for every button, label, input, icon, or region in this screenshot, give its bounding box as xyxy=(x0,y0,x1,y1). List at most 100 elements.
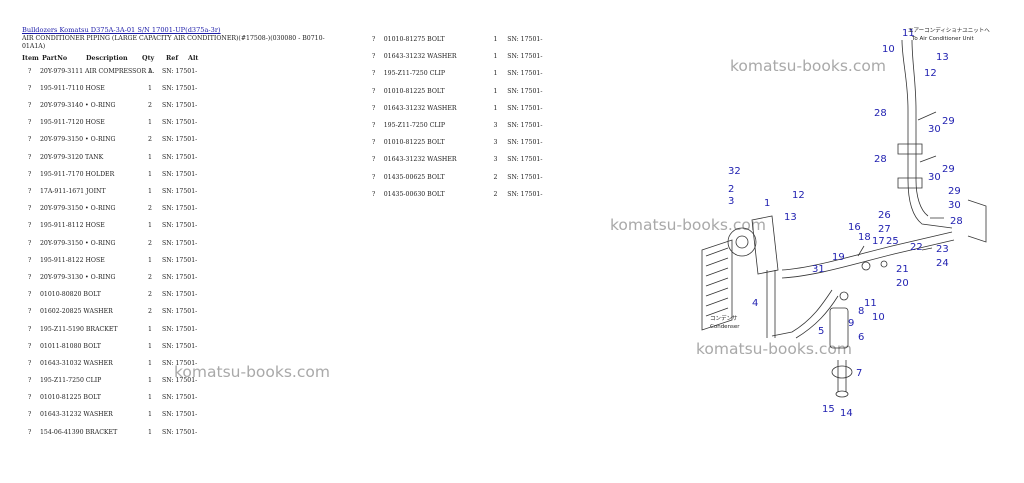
row-sn: SN: 17501- xyxy=(162,222,198,230)
callout-9: 9 xyxy=(848,318,854,329)
section-title: AIR CONDITIONER PIPING (LARGE CAPACITY A… xyxy=(22,35,325,51)
row-part: 01010-81275 BOLT xyxy=(383,36,445,44)
row-qty: 2 xyxy=(493,190,498,198)
row-part: 20Y-979-3150 • O-RING xyxy=(40,136,116,144)
row-sn: SN: 17501- xyxy=(162,256,198,264)
row-item: ? xyxy=(28,411,32,419)
row-part: 01643-31232 WASHER xyxy=(40,411,113,419)
callout-29: 29 xyxy=(942,116,955,127)
row-part: 20Y-979-3120 TANK xyxy=(40,153,104,161)
callout-29: 29 xyxy=(948,186,961,197)
callout-12: 12 xyxy=(924,68,937,79)
row-item: ? xyxy=(372,87,376,95)
row-item: ? xyxy=(372,36,376,44)
row-item: ? xyxy=(28,394,32,402)
row-item: ? xyxy=(372,104,376,112)
callout-11: 11 xyxy=(864,298,877,309)
row-qty: 1 xyxy=(148,325,152,333)
row-qty: 1 xyxy=(148,84,152,92)
row-sn: SN: 17501- xyxy=(162,428,198,436)
row-qty: 3 xyxy=(493,156,498,164)
callout-10: 10 xyxy=(882,44,895,55)
watermark: komatsu-books.com xyxy=(696,340,852,358)
callout-18: 18 xyxy=(858,232,871,243)
watermark: komatsu-books.com xyxy=(610,216,766,234)
row-sn: SN: 17501- xyxy=(162,170,198,178)
row-part: 01011-81080 BOLT xyxy=(40,342,101,350)
row-qty: 1 xyxy=(148,428,152,436)
row-item: ? xyxy=(372,122,376,130)
row-sn: SN: 17501- xyxy=(162,342,198,350)
callout-22: 22 xyxy=(910,242,923,253)
row-qty: 1 xyxy=(493,70,498,78)
callout-4: 4 xyxy=(752,298,758,309)
callout-30: 30 xyxy=(928,124,941,135)
callout-14: 14 xyxy=(840,408,853,419)
row-part: 20Y-979-3150 • O-RING xyxy=(40,239,116,247)
watermark: komatsu-books.com xyxy=(730,57,886,75)
row-item: ? xyxy=(372,139,376,147)
row-part: 20Y-979-3111 AIR COMPRESSOR A. xyxy=(40,67,155,75)
row-part: 20Y-979-3130 • O-RING xyxy=(40,273,116,281)
row-part: 20Y-979-3140 • O-RING xyxy=(40,102,116,110)
callout-10: 10 xyxy=(872,312,885,323)
row-item: ? xyxy=(28,119,32,127)
row-sn: SN: 17501- xyxy=(162,273,198,281)
col-alt: Alt xyxy=(188,53,199,62)
row-qty: 1 xyxy=(148,359,152,367)
diagram-linework xyxy=(701,39,987,398)
row-sn: SN: 17501- xyxy=(162,84,198,92)
row-part: 01643-31032 WASHER xyxy=(40,359,113,367)
row-item: ? xyxy=(28,222,32,230)
breadcrumb-link[interactable]: Bulldozers Komatsu D375A-3A-01 S/N 17001… xyxy=(22,26,221,34)
callout-30: 30 xyxy=(928,172,941,183)
row-qty: 1 xyxy=(148,67,152,75)
row-item: ? xyxy=(28,205,32,213)
row-item: ? xyxy=(28,308,32,316)
row-sn: SN: 17501- xyxy=(162,377,198,385)
row-item: ? xyxy=(372,70,376,78)
row-sn: SN: 17501- xyxy=(162,359,198,367)
receiver-tank-shape xyxy=(829,307,849,349)
row-qty: 1 xyxy=(148,394,152,402)
row-sn: SN: 17501- xyxy=(507,53,543,61)
row-qty: 1 xyxy=(493,87,498,95)
ac-unit-label: To Air Conditioner Unit xyxy=(911,36,975,42)
row-qty: 2 xyxy=(148,273,152,281)
row-item: ? xyxy=(28,67,32,75)
row-sn: SN: 17501- xyxy=(507,139,543,147)
row-sn: SN: 17501- xyxy=(507,122,543,130)
row-qty: 2 xyxy=(148,291,152,299)
row-qty: 1 xyxy=(493,53,498,61)
row-sn: SN: 17501- xyxy=(507,104,543,112)
row-part: 01643-31232 WASHER xyxy=(383,53,457,61)
row-part: 01643-31232 WASHER xyxy=(383,104,457,112)
row-item: ? xyxy=(28,256,32,264)
table-header: Item PartNo Description Qty Ref Alt xyxy=(22,54,342,62)
row-item: ? xyxy=(28,291,32,299)
row-qty: 2 xyxy=(148,239,152,247)
row-sn: SN: 17501- xyxy=(507,190,543,198)
callout-27: 27 xyxy=(878,224,891,235)
row-part: 154-06-41390 BRACKET xyxy=(40,428,118,436)
row-part: 01435-00630 BOLT xyxy=(383,190,445,198)
